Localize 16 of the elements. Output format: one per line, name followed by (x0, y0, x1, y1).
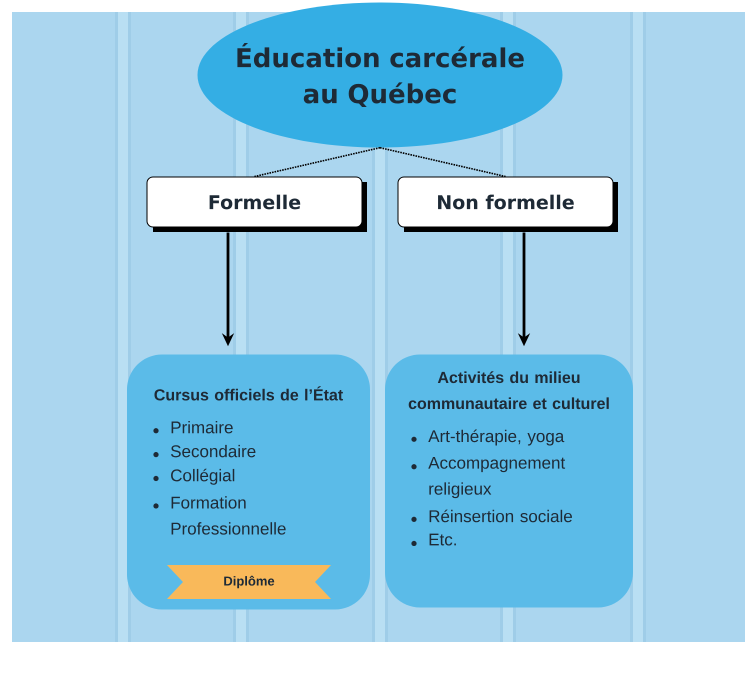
bullet-item: Primaire (153, 420, 233, 434)
bullet-item: Accompagnement religieux (411, 456, 566, 498)
bullet-item: Etc. (411, 534, 456, 546)
category-box: Formelle (146, 176, 367, 232)
connector-line (380, 146, 506, 178)
bullet-item: Réinsertion sociale (411, 510, 572, 522)
info-box (385, 354, 633, 608)
bullet-item: Collégial (153, 468, 234, 485)
box-heading: Activités du milieu communautaire et culturel (408, 371, 609, 410)
bullet-item: Formation Professionnelle (153, 496, 286, 535)
category-box: Non formelle (398, 176, 618, 232)
connector-line (254, 146, 380, 178)
bullet-item: Art-thérapie, yoga (411, 430, 564, 446)
bullet-item: Secondaire (153, 444, 256, 458)
info-box (127, 354, 370, 610)
box-heading: Cursus officiels de l’État (154, 386, 343, 401)
